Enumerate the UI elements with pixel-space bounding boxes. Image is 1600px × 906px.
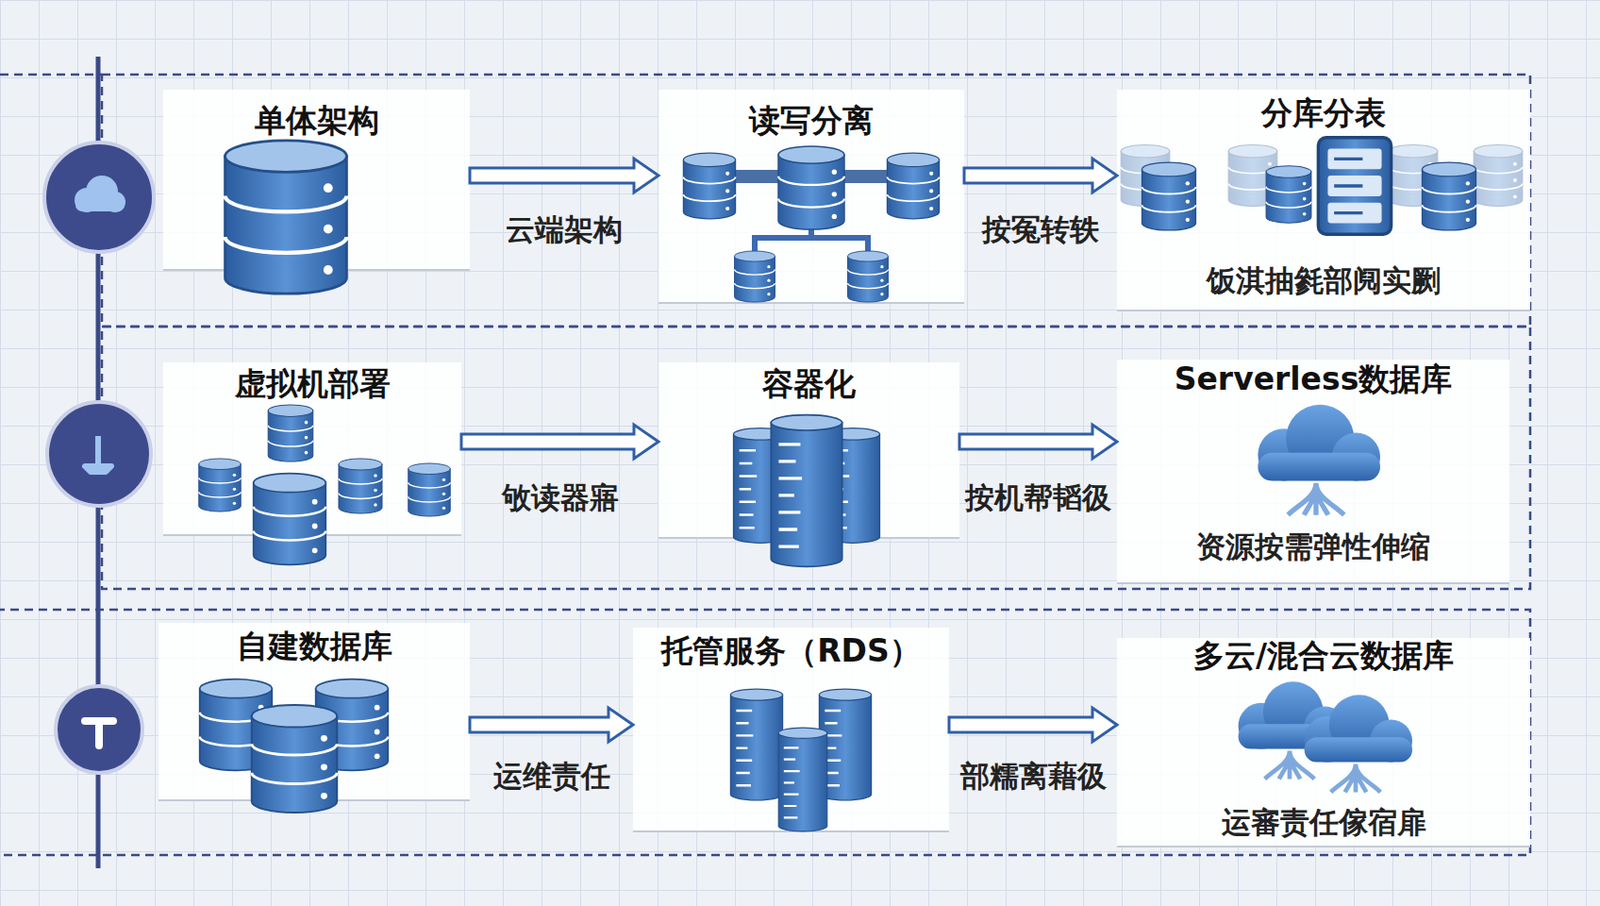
flow-arrow (469, 158, 659, 193)
row-icon (74, 187, 100, 213)
stage-panel: 虚拟机部署 (163, 362, 462, 536)
arrow-label: 云端架构 (505, 212, 623, 247)
row-icon (84, 435, 112, 472)
panel-caption: 运審责任傢宿扉 (1116, 804, 1531, 839)
arrow-label: 运维责任 (493, 758, 611, 793)
arrow-label: 按机帮韬彶 (965, 480, 1112, 515)
flow-arrow (469, 707, 634, 742)
row-icon (44, 142, 154, 252)
stage-panel: 容器化 (658, 362, 960, 539)
row-icon (74, 175, 126, 213)
stage-panel: 自建数据库 (158, 622, 470, 801)
arrow-label: 按冤转轶 (982, 212, 1100, 247)
row-band (101, 326, 1531, 589)
row-icon (75, 198, 125, 212)
arrow-label: 部糯离藉彶 (960, 758, 1107, 793)
timeline (96, 56, 101, 868)
stage-panel: 分库分表饭淇抽毿部阋实劂 (1116, 89, 1531, 312)
arrow-label: 敂读器寤 (501, 480, 619, 515)
row-band (0, 74, 1531, 855)
panel-title: 自建数据库 (158, 628, 470, 665)
stage-panel: 读写分离 (658, 89, 965, 304)
row-icon (85, 175, 118, 208)
stage-panel: 托管服务（RDS） (633, 627, 950, 833)
row-icon (55, 685, 143, 773)
row-band (0, 73, 102, 77)
stage-panel: Serverless数据库资源按需弹性伸缩 (1116, 359, 1510, 584)
panel-title: 读写分离 (658, 102, 965, 139)
panel-title: Serverless数据库 (1116, 361, 1510, 398)
stage-panel: 单体架构 (163, 89, 470, 271)
panel-caption: 资源按需弹性伸缩 (1116, 529, 1510, 564)
row-icon (84, 720, 114, 746)
row-icon (104, 191, 126, 213)
panel-title: 容器化 (658, 366, 960, 402)
stage-panel: 多云/混合云数据库运審责任傢宿扉 (1116, 637, 1531, 848)
flow-arrow (964, 158, 1117, 193)
panel-title: 多云/混合云数据库 (1116, 637, 1531, 674)
panel-caption: 饭淇抽毿部阋实劂 (1116, 263, 1531, 298)
panel-title: 托管服务（RDS） (633, 633, 950, 669)
panel-title: 分库分表 (1116, 95, 1531, 132)
panel-title: 单体架构 (163, 102, 470, 139)
flow-arrow (949, 707, 1117, 742)
row-icon (47, 401, 151, 506)
row-icon (44, 142, 154, 773)
row-band (101, 74, 1531, 327)
panel-title: 虚拟机部署 (163, 366, 462, 402)
flow-arrow (461, 424, 659, 459)
flow-arrow (959, 424, 1117, 459)
row-band (0, 609, 1531, 855)
